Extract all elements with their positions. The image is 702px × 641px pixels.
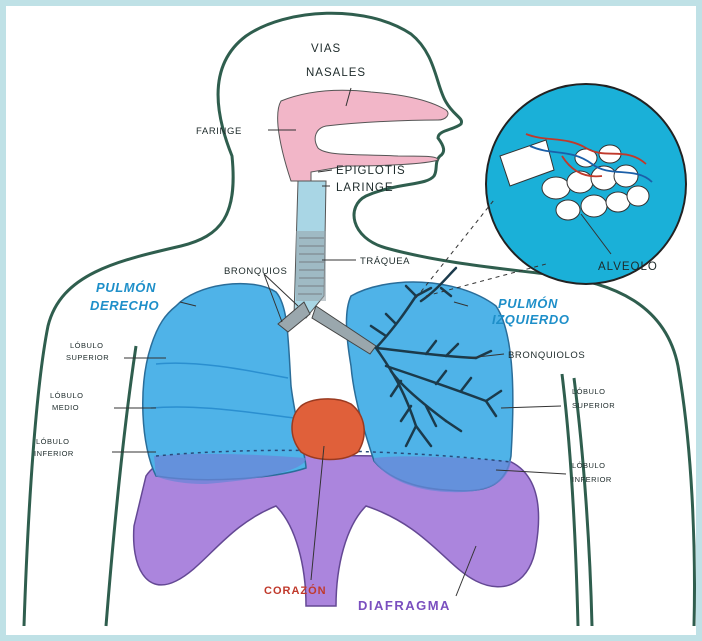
- label-lobulo-superior-der-2: SUPERIOR: [572, 401, 615, 410]
- label-corazon: CORAZÓN: [264, 584, 327, 597]
- heart: [292, 399, 364, 460]
- label-bronquiolos: BRONQUIOLOS: [508, 350, 585, 361]
- label-pulmon-izquierdo-2: IZQUIERDO: [492, 312, 570, 327]
- label-diafragma: DIAFRAGMA: [358, 598, 451, 613]
- label-lobulo-inferior-izq-2: INFERIOR: [34, 449, 74, 458]
- label-alveolo: ALVEOLO: [598, 261, 658, 273]
- label-laringe: LARINGE: [336, 182, 394, 194]
- left-arm-line: [562, 374, 578, 626]
- label-pulmon-derecho-2: DERECHO: [90, 298, 159, 313]
- label-lobulo-medio-2: MEDIO: [52, 403, 79, 412]
- label-lobulo-medio-1: LÓBULO: [50, 391, 83, 400]
- magnifier-dash-1: [416, 200, 494, 298]
- label-vias-nasales-1: VIAS: [311, 43, 341, 55]
- respiratory-diagram: VIAS NASALES FARINGE EPIGLOTIS LARINGE T…: [6, 6, 696, 635]
- label-faringe: FARINGE: [196, 126, 242, 137]
- label-bronquios: BRONQUIOS: [224, 266, 287, 277]
- label-lobulo-inferior-izq-1: LÓBULO: [36, 437, 69, 446]
- label-lobulo-superior-izq-2: SUPERIOR: [66, 353, 109, 362]
- right-lung: [143, 284, 306, 480]
- label-lobulo-superior-izq-1: LÓBULO: [70, 341, 103, 350]
- label-lobulo-superior-der-1: LÓBULO: [572, 387, 605, 396]
- label-vias-nasales-2: NASALES: [306, 67, 366, 79]
- diagram-canvas: VIAS NASALES FARINGE EPIGLOTIS LARINGE T…: [6, 6, 696, 635]
- label-epiglotis: EPIGLOTIS: [336, 165, 406, 177]
- right-arm-line: [106, 346, 136, 626]
- label-pulmon-derecho-1: PULMÓN: [96, 280, 156, 295]
- label-lobulo-inferior-der-1: LÓBULO: [572, 461, 605, 470]
- label-traquea: TRÁQUEA: [360, 256, 410, 267]
- trachea-gray-section: [296, 231, 326, 301]
- label-lobulo-inferior-der-2: INFERIOR: [572, 475, 612, 484]
- label-pulmon-izquierdo-1: PULMÓN: [498, 296, 558, 311]
